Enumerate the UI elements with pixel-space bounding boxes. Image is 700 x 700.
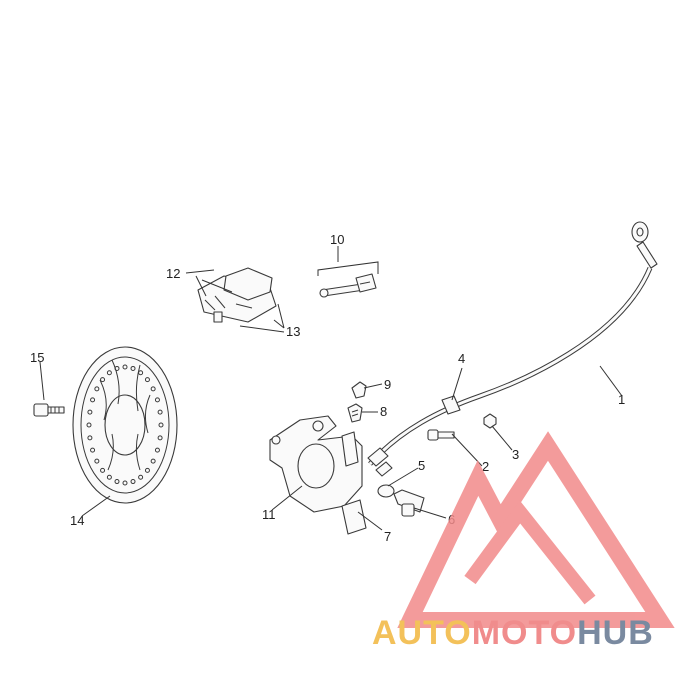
callout-11: 11 (262, 507, 276, 522)
callout-3: 3 (512, 447, 519, 462)
disc-hole (122, 364, 128, 370)
callout-10: 10 (330, 232, 344, 247)
nut (483, 413, 497, 429)
disc-hole (87, 435, 93, 441)
disc-hole (138, 370, 144, 376)
disc-hole (90, 447, 96, 453)
disc-hole (130, 479, 136, 485)
bleed-screw (347, 403, 363, 423)
disc-hole (100, 467, 106, 473)
pad-pin-kit (319, 273, 377, 298)
disc-hole (86, 422, 92, 428)
disc-hole (94, 386, 100, 392)
disc-hole (144, 377, 150, 383)
callout-7: 7 (384, 529, 391, 544)
callout-1: 1 (618, 392, 625, 407)
disc-hole (130, 365, 136, 371)
brake-disc (72, 346, 178, 504)
bleed-cap (351, 381, 367, 399)
callout-2: 2 (482, 459, 489, 474)
callout-8: 8 (380, 404, 387, 419)
callout-15: 15 (30, 350, 44, 365)
disc-hole (94, 458, 100, 464)
disc-hole (106, 370, 112, 376)
callout-5: 5 (418, 458, 425, 473)
disc-hole (138, 474, 144, 480)
disc-hole (150, 386, 156, 392)
disc-hole (87, 409, 93, 415)
disc-hole (122, 480, 128, 486)
hose-clamp (441, 395, 461, 415)
disc-hole (114, 365, 120, 371)
disc-hole (114, 479, 120, 485)
callout-12: 12 (166, 266, 180, 281)
disc-hole (150, 458, 156, 464)
disc-hole (154, 397, 160, 403)
guard-plate (341, 499, 367, 535)
disc-hole (157, 435, 163, 441)
callout-14: 14 (70, 513, 84, 528)
disc-bolt (33, 403, 65, 417)
disc-hole (100, 377, 106, 383)
disc-hole (154, 447, 160, 453)
banjo-bolt (393, 489, 425, 517)
disc-hole (158, 422, 164, 428)
callout-13: 13 (286, 324, 300, 339)
washer (377, 484, 395, 498)
disc-hole (144, 467, 150, 473)
clamp-screw (427, 429, 455, 441)
disc-hole (157, 409, 163, 415)
brake-hose (367, 221, 658, 477)
disc-hole (90, 397, 96, 403)
brake-pads (197, 267, 277, 323)
callout-6: 6 (448, 512, 455, 527)
disc-hole (106, 474, 112, 480)
brake-caliper (269, 415, 363, 513)
callout-4: 4 (458, 351, 465, 366)
callout-9: 9 (384, 377, 391, 392)
